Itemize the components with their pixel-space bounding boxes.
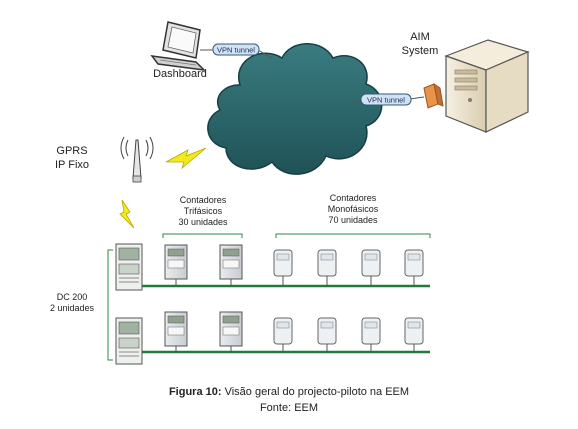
vpn-tunnel-left-label: VPN tunnel <box>217 46 255 55</box>
figure-caption: Figura 10: Visão geral do projecto-pilot… <box>0 386 578 398</box>
three-phase-meter-icon <box>219 244 243 286</box>
single-phase-meter-icon <box>273 249 293 286</box>
vpn-tunnel-right: VPN tunnel <box>351 93 425 106</box>
single-phase-meter-icon <box>404 249 424 286</box>
lightning-icon <box>119 199 135 229</box>
dc-label: DC 200 2 unidades <box>40 292 104 314</box>
laptop-icon <box>150 21 207 72</box>
single-phase-line-3: 70 unidades <box>328 215 378 225</box>
three-phase-group-bracket <box>162 233 243 238</box>
three-phase-line-2: Trifásicos <box>183 206 223 216</box>
figure-source-text: Fonte: EEM <box>259 402 319 414</box>
three-phase-meter-icon <box>164 244 188 286</box>
server-icon <box>444 39 530 133</box>
single-phase-meter-icon <box>404 317 424 352</box>
single-phase-group-bracket <box>275 233 431 238</box>
single-phase-meters-label: Contadores Monofásicos 70 unidades <box>310 193 396 226</box>
single-phase-line-1: Contadores <box>329 193 377 203</box>
dashboard-label: Dashboard <box>140 68 220 80</box>
data-concentrator-icon <box>115 243 143 291</box>
aim-system-line-1: AIM <box>410 31 430 43</box>
single-phase-line-2: Monofásicos <box>327 204 379 214</box>
antenna-icon <box>120 136 154 183</box>
three-phase-line-1: Contadores <box>179 195 227 205</box>
vpn-tunnel-left: VPN tunnel <box>200 43 273 59</box>
figure-caption-label: Figura 10: <box>168 386 222 398</box>
single-phase-meter-icon <box>361 317 381 352</box>
three-phase-meter-icon <box>164 311 188 352</box>
gprs-line-2: IP Fixo <box>54 159 90 171</box>
single-phase-meter-icon <box>317 317 337 352</box>
dc-line-2: 2 unidades <box>49 303 95 313</box>
gprs-label: GPRS IP Fixo <box>44 144 100 172</box>
aim-system-line-2: System <box>401 45 439 57</box>
aim-system-label: AIM System <box>390 30 450 58</box>
single-phase-meter-icon <box>361 249 381 286</box>
three-phase-meters-label: Contadores Trifásicos 30 unidades <box>160 195 246 228</box>
firewall-icon <box>423 82 444 109</box>
single-phase-meter-icon <box>273 317 293 352</box>
data-concentrator-icon <box>115 317 143 365</box>
three-phase-meter-icon <box>219 311 243 352</box>
lightning-icon <box>165 147 207 170</box>
cloud-icon <box>207 43 383 175</box>
dc-bracket <box>107 249 113 361</box>
figure-source: Fonte: EEM <box>0 402 578 414</box>
dashboard-label-text: Dashboard <box>153 68 207 80</box>
gprs-line-1: GPRS <box>56 145 88 157</box>
figure-caption-text: Visão geral do projecto-piloto na EEM <box>221 386 410 398</box>
three-phase-line-3: 30 unidades <box>178 217 228 227</box>
single-phase-meter-icon <box>317 249 337 286</box>
dc-line-1: DC 200 <box>56 292 88 302</box>
vpn-tunnel-right-label: VPN tunnel <box>367 96 405 105</box>
